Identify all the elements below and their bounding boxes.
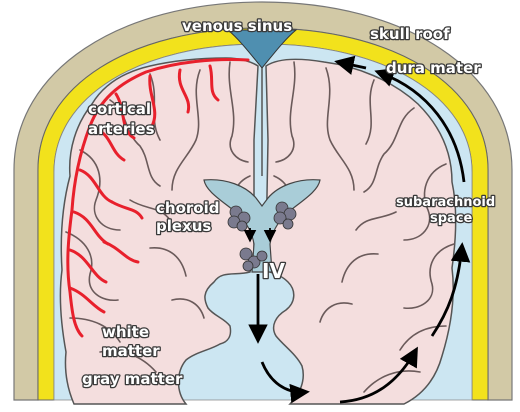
flow-arrow-bottom-right [339, 346, 418, 404]
label-arteries: arteries [88, 120, 155, 138]
label-skull-roof: skull roof [370, 25, 450, 43]
right-hemisphere [265, 58, 457, 405]
flow-arrow-lower [260, 361, 310, 404]
label-gray-matter: gray matter [82, 370, 183, 388]
right-sulci [273, 61, 455, 393]
flow-arrow-top [334, 55, 367, 75]
label-fourth-ventricle: IV [262, 259, 285, 283]
label-white: white [102, 323, 149, 341]
flow-arrow-side-lower [430, 242, 471, 337]
label-subarachnoid: subarachnoid [396, 195, 495, 210]
label-cortical: cortical [88, 100, 151, 118]
choroid-small-arrows [243, 228, 277, 243]
label-dura-mater: dura mater [386, 59, 481, 77]
choroid-plexus-clusters [227, 201, 297, 272]
venous-sinus [226, 29, 298, 69]
csf-flow-arrows [248, 55, 471, 404]
cortical-arteries [66, 58, 250, 338]
label-plexus: plexus [156, 217, 211, 235]
label-matter: matter [102, 342, 160, 360]
label-venous-sinus: venous sinus [182, 17, 292, 35]
label-space: space [430, 211, 473, 226]
flow-arrow-side-upper [374, 68, 466, 183]
label-choroid: choroid [156, 199, 219, 217]
